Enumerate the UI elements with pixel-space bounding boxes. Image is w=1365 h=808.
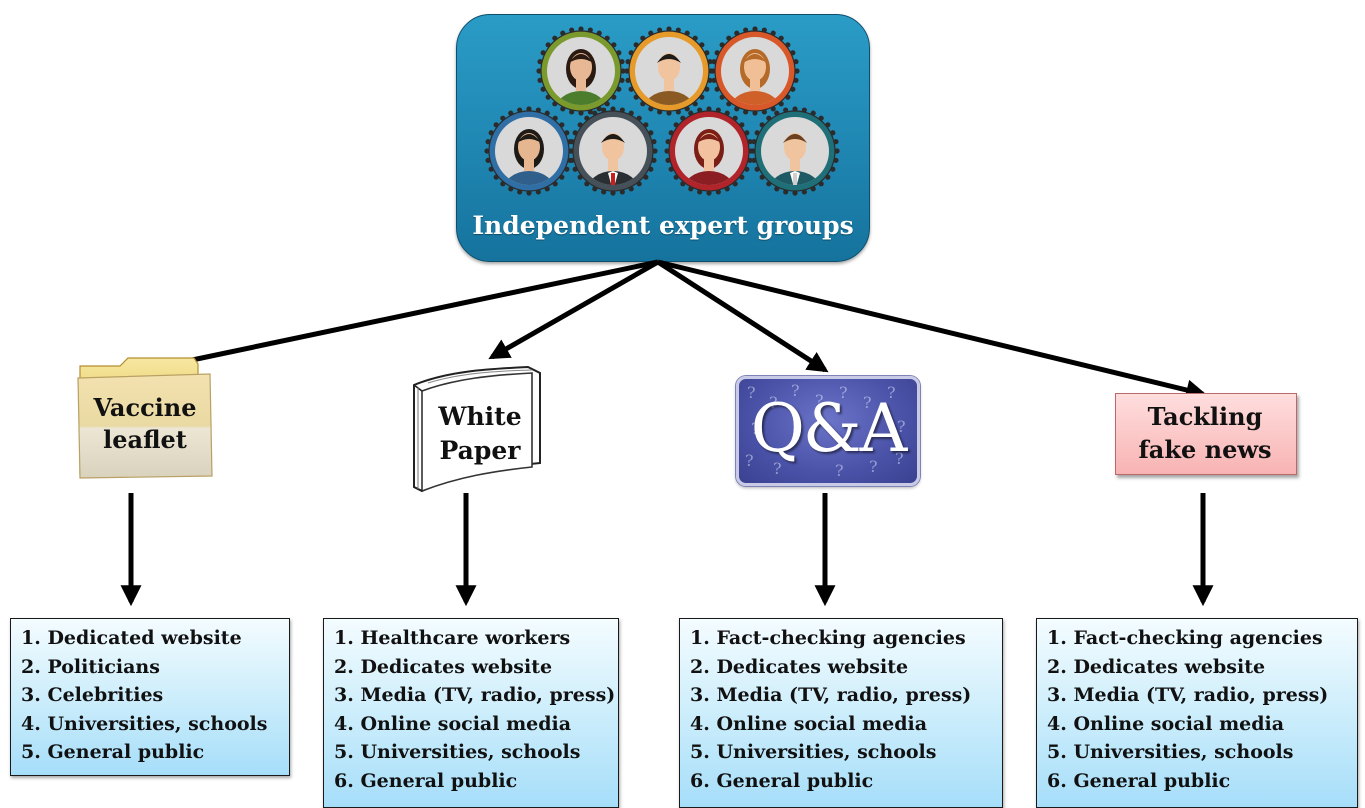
list-item: 3. Media (TV, radio, press) [334,684,616,706]
expert-groups-box: Independent expert groups [456,14,870,262]
list-item: 1. Fact-checking agencies [1047,627,1323,649]
leaflet-audience-list: 1. Dedicated website 2. Politicians 3. C… [10,618,290,776]
vaccine-leaflet-label: Vaccine leaflet [93,393,197,454]
list-item: 1. Healthcare workers [334,627,571,649]
list-item: 1. Fact-checking agencies [690,627,966,649]
list-item: 3. Celebrities [21,684,164,706]
book-icon [413,365,541,493]
list-item: 5. Universities, schools [1047,741,1294,763]
woman-darkred-icon [664,106,754,196]
list-item: 2. Dedicates website [690,655,909,678]
tackling-fake-news-label: Tackling fake news [1138,402,1272,464]
arrow-to-leaflet [130,259,659,379]
list-item: 6. General public [1047,769,1231,792]
man-teal-icon [750,106,840,196]
list-item: 4. Online social media [1047,712,1285,735]
arrow-to-qa [656,259,829,373]
folder-icon [77,357,213,479]
list-item: 5. Universities, schools [690,741,937,763]
man-orange-icon [624,26,714,116]
tackling-fake-news-box [1115,393,1297,475]
expert-groups-label: Independent expert groups [472,211,854,240]
qa-icon: ? ? ? ? ? ? ? ? ? ? ? ? ? ? Q&A [736,376,920,486]
list-item: 4. Online social media [334,712,572,735]
man-red-tie-icon [568,106,658,196]
fake-news-audience-list: 1. Fact-checking agencies 2. Dedicates w… [1036,618,1358,808]
list-item: 2. Politicians [21,655,160,678]
qa-label: Q&A [750,390,908,467]
list-item: 6. General public [334,769,518,792]
arrow-to-white-paper [488,259,660,360]
list-item: 2. Dedicates website [1047,655,1266,678]
list-item: 3. Media (TV, radio, press) [1047,684,1329,706]
list-item: 4. Online social media [690,712,928,735]
woman-red-icon [710,26,800,116]
arrow-to-fake-news [657,259,1208,401]
list-item: 6. General public [690,769,874,792]
woman-blue-icon [484,106,574,196]
list-item: 4. Universities, schools [21,712,268,735]
white-paper-label: White Paper [438,402,522,465]
white-paper-audience-list: 1. Healthcare workers 2. Dedicates websi… [323,618,619,808]
expert-avatars [484,26,840,196]
list-item: 1. Dedicated website [21,627,242,649]
qa-audience-list: 1. Fact-checking agencies 2. Dedicates w… [679,618,1003,808]
list-item: 2. Dedicates website [334,655,553,678]
woman-green-icon [536,26,626,116]
list-item: 5. Universities, schools [334,741,581,763]
list-item: 5. General public [21,741,205,763]
list-item: 3. Media (TV, radio, press) [690,684,972,706]
